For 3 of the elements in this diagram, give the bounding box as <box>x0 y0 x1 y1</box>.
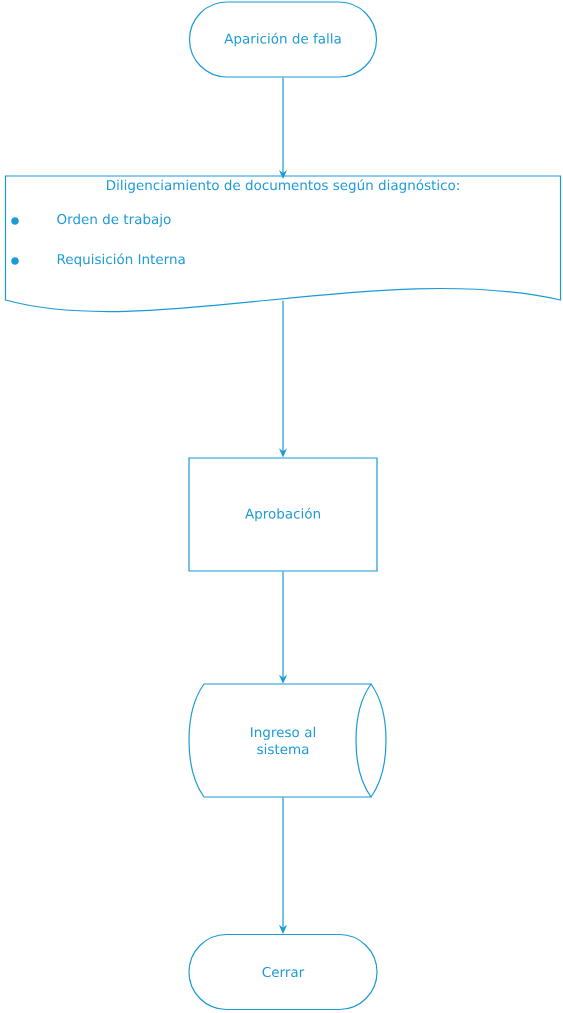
terminator-box: Aparición de falla <box>188 1 378 78</box>
terminator-box: Cerrar <box>188 933 378 1011</box>
process-box: Aprobación <box>188 457 378 572</box>
